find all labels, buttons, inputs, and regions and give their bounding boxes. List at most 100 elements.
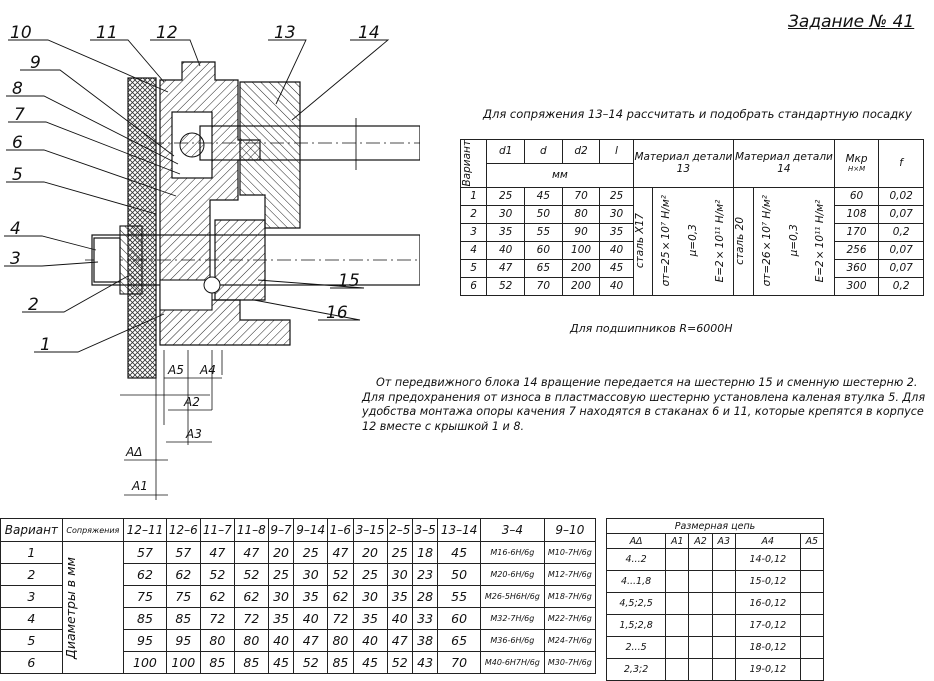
table-cell: 62 bbox=[123, 563, 167, 586]
table-cell bbox=[688, 636, 713, 659]
table-row: 3 35 55 90 35 170 0,2 bbox=[459, 222, 924, 242]
label-8: 8 bbox=[12, 79, 23, 99]
table-cell: 45 bbox=[352, 651, 388, 674]
table-cell: 30 bbox=[267, 585, 295, 608]
description-text: От передвижного блока 14 вращение переда… bbox=[362, 376, 926, 433]
table-cell: M30-7H/6g bbox=[543, 651, 597, 674]
table-cell: 6 bbox=[0, 651, 63, 674]
dim-a3: A3 bbox=[185, 427, 202, 441]
dim-col-header: 12–11 bbox=[123, 518, 167, 542]
table-cell: 19-0,12 bbox=[734, 658, 801, 681]
table-cell: 100 bbox=[123, 651, 167, 674]
table-cell: 85 bbox=[327, 651, 354, 674]
table-cell: 25 bbox=[293, 541, 329, 564]
col-mat14: Материал детали 14 bbox=[733, 139, 835, 188]
chain-col-header: A3 bbox=[711, 533, 736, 549]
table-cell: 4...2 bbox=[605, 548, 667, 571]
table-cell: 47 bbox=[233, 541, 269, 564]
dim-col-header: 3–4 bbox=[479, 518, 545, 542]
table-row: 6 52 70 200 40 300 0,2 bbox=[459, 276, 924, 296]
gear-block-14 bbox=[239, 81, 301, 229]
table-cell bbox=[688, 592, 713, 615]
table-cell: 85 bbox=[233, 651, 269, 674]
table-cell: 65 bbox=[437, 629, 481, 652]
table-cell bbox=[665, 636, 690, 659]
table-cell: 95 bbox=[165, 629, 201, 652]
table-cell: 47 bbox=[199, 541, 235, 564]
label-3: 3 bbox=[10, 249, 21, 269]
table-cell: 70 bbox=[437, 651, 481, 674]
table-cell: M40-6H7H/6g bbox=[479, 651, 545, 674]
table-cell: 1 bbox=[0, 541, 63, 564]
dim-a5: A5 bbox=[167, 363, 184, 377]
mat13-mu: μ=0,3 bbox=[687, 224, 700, 258]
label-10: 10 bbox=[10, 23, 32, 43]
label-4: 4 bbox=[10, 219, 21, 239]
col-mat13: Материал детали 13 bbox=[632, 139, 735, 188]
nut-4 bbox=[93, 237, 121, 283]
table-cell: 23 bbox=[411, 563, 439, 586]
leader-lines bbox=[4, 39, 390, 353]
bearing-16 bbox=[159, 279, 213, 311]
table-cell: 72 bbox=[233, 607, 269, 630]
table-cell: 15-0,12 bbox=[734, 570, 801, 593]
table-cell: 25 bbox=[352, 563, 388, 586]
dim-col-header: 3–15 bbox=[352, 518, 388, 542]
table-cell: M36-6H/6g bbox=[479, 629, 545, 652]
dim-col-header: 12–6 bbox=[165, 518, 201, 542]
bearing-16-ball bbox=[203, 276, 221, 294]
table-cell: 16-0,12 bbox=[734, 592, 801, 615]
table-cell: 95 bbox=[123, 629, 167, 652]
label-14: 14 bbox=[358, 23, 380, 43]
table-cell: 57 bbox=[123, 541, 167, 564]
table-cell bbox=[711, 614, 736, 637]
fit-task-note: Для сопряжения 13–14 рассчитать и подобр… bbox=[483, 107, 912, 121]
table-cell: M32-7H/6g bbox=[479, 607, 545, 630]
table-cell: 30 bbox=[386, 563, 413, 586]
gear-15 bbox=[214, 219, 266, 301]
table-cell: 18 bbox=[411, 541, 439, 564]
table-cell: M24-7H/6g bbox=[543, 629, 597, 652]
table-cell: 30 bbox=[352, 585, 388, 608]
chain-col-header: AΔ bbox=[605, 533, 667, 549]
bearing-ball bbox=[179, 132, 205, 158]
table-cell bbox=[711, 548, 736, 571]
table-cell: 38 bbox=[411, 629, 439, 652]
table-cell: 62 bbox=[233, 585, 269, 608]
table-cell: M22-7H/6g bbox=[543, 607, 597, 630]
chain-col-header: A5 bbox=[799, 533, 825, 549]
table-cell: 3 bbox=[0, 585, 63, 608]
mat14-e: E=2×10¹¹ Н/м² bbox=[814, 199, 827, 283]
table-cell bbox=[711, 592, 736, 615]
table-cell: 40 bbox=[386, 607, 413, 630]
table-cell: 52 bbox=[199, 563, 235, 586]
table-cell: 55 bbox=[437, 585, 481, 608]
table-cell: 25 bbox=[386, 541, 413, 564]
table-cell: M12-7H/6g bbox=[543, 563, 597, 586]
table-cell: 35 bbox=[352, 607, 388, 630]
table-cell: 33 bbox=[411, 607, 439, 630]
label-2: 2 bbox=[28, 295, 39, 315]
table-cell: 14-0,12 bbox=[734, 548, 801, 571]
table-cell bbox=[799, 658, 825, 681]
chain-title: Размерная цепь bbox=[606, 518, 824, 534]
label-9: 9 bbox=[30, 53, 41, 73]
dim-col-header: 1–6 bbox=[327, 518, 354, 542]
table-cell: 72 bbox=[199, 607, 235, 630]
table-cell bbox=[711, 636, 736, 659]
mat14-steel: сталь 20 bbox=[734, 217, 747, 265]
dim-col-header: 11–7 bbox=[199, 518, 235, 542]
table-cell: 52 bbox=[327, 563, 354, 586]
table-cell bbox=[799, 570, 825, 593]
mat13-e: E=2×10¹¹ Н/м² bbox=[713, 199, 726, 283]
table-cell: 45 bbox=[437, 541, 481, 564]
chain-col-header: A4 bbox=[734, 533, 801, 549]
table-cell: 5 bbox=[0, 629, 63, 652]
col-l: l bbox=[599, 139, 634, 164]
table-row: 1 25 45 70 25 сталь Х17 σт=25×10⁷ Н/м² μ… bbox=[459, 186, 924, 296]
table-cell: M18-7H/6g bbox=[543, 585, 597, 608]
table-cell bbox=[688, 570, 713, 593]
col-mkr: Mкр bbox=[845, 153, 868, 166]
